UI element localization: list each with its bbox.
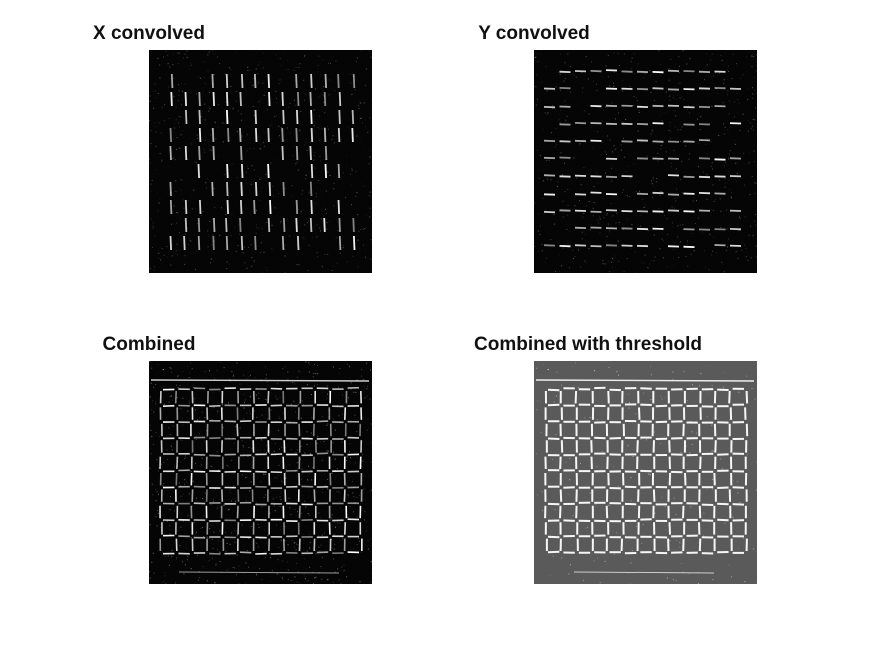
panel-title: Y convolved [478, 23, 590, 44]
panel-title: X convolved [93, 23, 205, 44]
panel-title: Combined [102, 334, 196, 355]
combined-image [149, 361, 372, 584]
y-convolved-image [534, 50, 757, 273]
x-convolved-image [149, 50, 372, 273]
combined-threshold-image [534, 361, 757, 584]
panel-title: Combined with threshold [474, 334, 702, 355]
